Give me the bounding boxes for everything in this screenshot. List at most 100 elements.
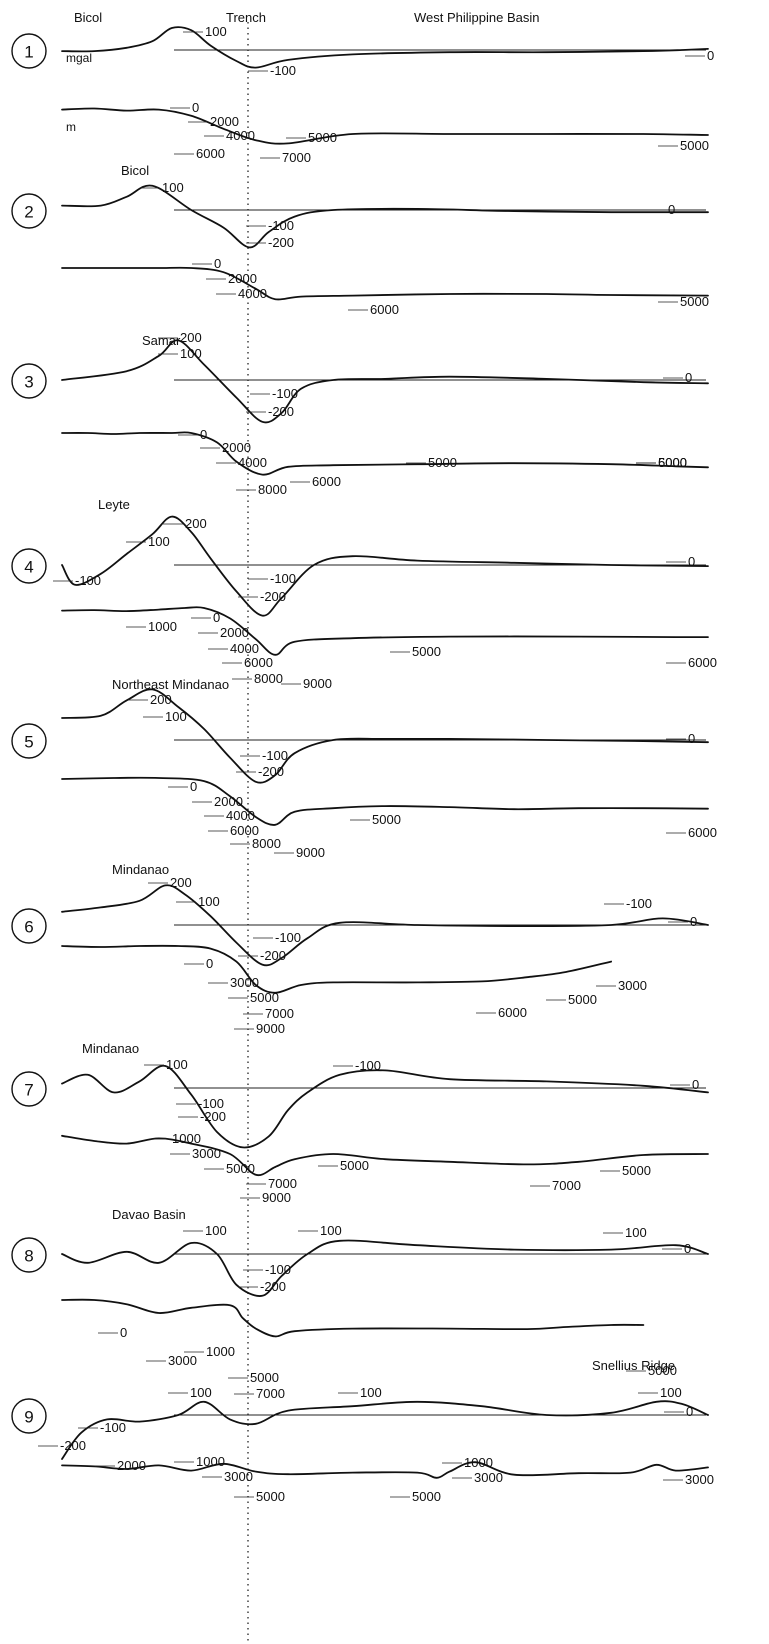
- profile-number: 7: [24, 1081, 33, 1100]
- bathymetry-tick-label: 6000: [230, 823, 259, 838]
- bathymetry-tick-label: 6000: [498, 1005, 527, 1020]
- bathymetry-tick-label: 6000: [658, 455, 687, 470]
- gravity-tick-label: 100: [320, 1223, 342, 1238]
- gravity-tick-label: 200: [180, 330, 202, 345]
- gravity-tick-label: 200: [185, 516, 207, 531]
- gravity-tick-label: 100: [205, 24, 227, 39]
- gravity-tick-label: 0: [690, 914, 697, 929]
- gravity-tick-label: 0: [668, 202, 675, 217]
- gravity-anomaly-trace: [61, 1064, 709, 1149]
- bathymetry-tick-label: 6000: [370, 302, 399, 317]
- bathymetry-tick-label: 7000: [265, 1006, 294, 1021]
- bathymetry-tick-label: 0: [206, 956, 213, 971]
- gravity-tick-label: 100: [660, 1385, 682, 1400]
- gravity-tick-label: 0: [688, 731, 695, 746]
- bathymetry-tick-label: 2000: [220, 625, 249, 640]
- gravity-tick-label: 0: [692, 1077, 699, 1092]
- gravity-anomaly-trace: [61, 1239, 709, 1297]
- gravity-tick-label: -200: [260, 1279, 286, 1294]
- bathymetry-tick-label: 1000: [172, 1131, 201, 1146]
- gravity-tick-label: 0: [688, 554, 695, 569]
- bathymetry-tick-label: 3000: [224, 1469, 253, 1484]
- profile-number: 5: [24, 733, 33, 752]
- gravity-tick-label: 100: [205, 1223, 227, 1238]
- bathymetry-tick-label: 5000: [372, 812, 401, 827]
- gravity-tick-label: -100: [75, 573, 101, 588]
- gravity-tick-label: -100: [268, 218, 294, 233]
- gravity-tick-label: -200: [268, 404, 294, 419]
- bathymetry-tick-label: 4000: [238, 455, 267, 470]
- gravity-tick-label: 100: [166, 1057, 188, 1072]
- bathymetry-trace: [61, 776, 709, 826]
- bathymetry-tick-label: 5000: [250, 990, 279, 1005]
- gravity-tick-label: -100: [198, 1096, 224, 1111]
- bathymetry-trace: [61, 944, 612, 994]
- bathymetry-tick-label: 4000: [226, 128, 255, 143]
- gravity-tick-label: 100: [190, 1385, 212, 1400]
- profile-number: 4: [24, 558, 33, 577]
- bathymetry-trace: [61, 1461, 709, 1479]
- profile-number: 6: [24, 918, 33, 937]
- profile-number: 9: [24, 1408, 33, 1427]
- profile-number-badge: [11, 548, 47, 584]
- bathymetry-tick-label: 5000: [226, 1161, 255, 1176]
- bathymetry-tick-label: 5000: [568, 992, 597, 1007]
- gravity-tick-label: -200: [60, 1438, 86, 1453]
- bathymetry-tick-label: 4000: [238, 286, 267, 301]
- bathymetry-trace: [61, 431, 709, 476]
- profile-number-badge: [11, 908, 47, 944]
- bathymetry-tick-label: 0: [200, 427, 207, 442]
- gravity-tick-label: 100: [165, 709, 187, 724]
- profile-5: 5Mindanao200100-100-20000200040006000800…: [11, 688, 717, 877]
- profile-location-label: Mindanao: [82, 1041, 139, 1056]
- profile-3: 3Leyte200100-100-20000200040008000600050…: [11, 330, 709, 512]
- bathymetry-tick-label: 8000: [254, 671, 283, 686]
- gravity-tick-label: -100: [626, 896, 652, 911]
- bathymetry-tick-label: 4000: [226, 808, 255, 823]
- bathymetry-tick-label: 3000: [685, 1472, 714, 1487]
- bathymetry-trace: [61, 107, 709, 145]
- gravity-unit-label: mgal: [66, 51, 92, 65]
- bathymetry-tick-label: 6000: [688, 825, 717, 840]
- gravity-tick-label: -100: [262, 748, 288, 763]
- bathymetry-tick-label: 5000: [256, 1489, 285, 1504]
- bathymetry-tick-label: 6000: [688, 655, 717, 670]
- bathymetry-tick-label: 5000: [412, 1489, 441, 1504]
- profile-number: 2: [24, 203, 33, 222]
- gravity-tick-label: 0: [707, 48, 714, 63]
- gravity-tick-label: 100: [198, 894, 220, 909]
- trench-header: Trench: [226, 10, 266, 25]
- gravity-tick-label: -100: [270, 63, 296, 78]
- bathymetry-tick-label: 9000: [296, 845, 325, 860]
- bathymetry-tick-label: 1000: [464, 1455, 493, 1470]
- gravity-tick-label: 100: [148, 534, 170, 549]
- profile-number-badge: [11, 363, 47, 399]
- gravity-tick-label: -100: [355, 1058, 381, 1073]
- bathymetry-tick-label: 1000: [148, 619, 177, 634]
- profile-location-label: Leyte: [98, 497, 130, 512]
- profile-location-label: Snellius Ridge: [592, 1358, 675, 1373]
- profile-number-badge: [11, 1071, 47, 1107]
- bathymetry-tick-label: 5000: [340, 1158, 369, 1173]
- bathymetry-tick-label: 2000: [214, 794, 243, 809]
- profile-number: 1: [24, 43, 33, 62]
- bathymetry-tick-label: 9000: [256, 1021, 285, 1036]
- bathymetry-tick-label: 6000: [244, 655, 273, 670]
- gravity-tick-label: -100: [275, 930, 301, 945]
- profile-number-badge: [11, 1398, 47, 1434]
- profile-number-badge: [11, 193, 47, 229]
- bathymetry-tick-label: 8000: [252, 836, 281, 851]
- profile-location-label: Bicol: [121, 163, 149, 178]
- basin-header: West Philippine Basin: [414, 10, 540, 25]
- bathymetry-tick-label: 9000: [303, 676, 332, 691]
- bathymetry-tick-label: 0: [190, 779, 197, 794]
- profile-number-badge: [11, 33, 47, 69]
- depth-unit-label: m: [66, 120, 76, 134]
